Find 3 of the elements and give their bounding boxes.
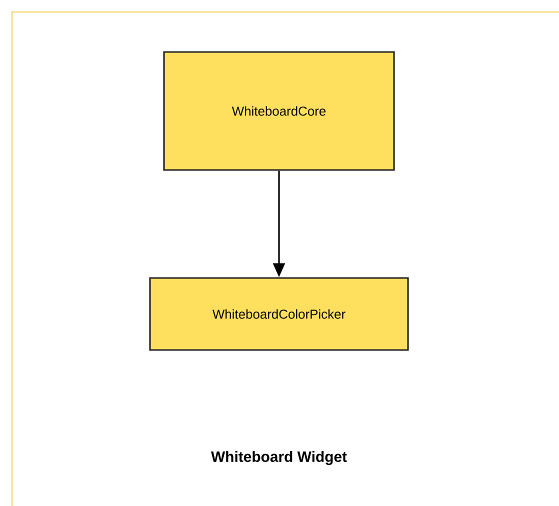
class-box: WhiteboardColorPicker [149,277,409,351]
class-box: WhiteboardCore [163,51,395,171]
diagram-title: Whiteboard Widget [211,451,347,465]
